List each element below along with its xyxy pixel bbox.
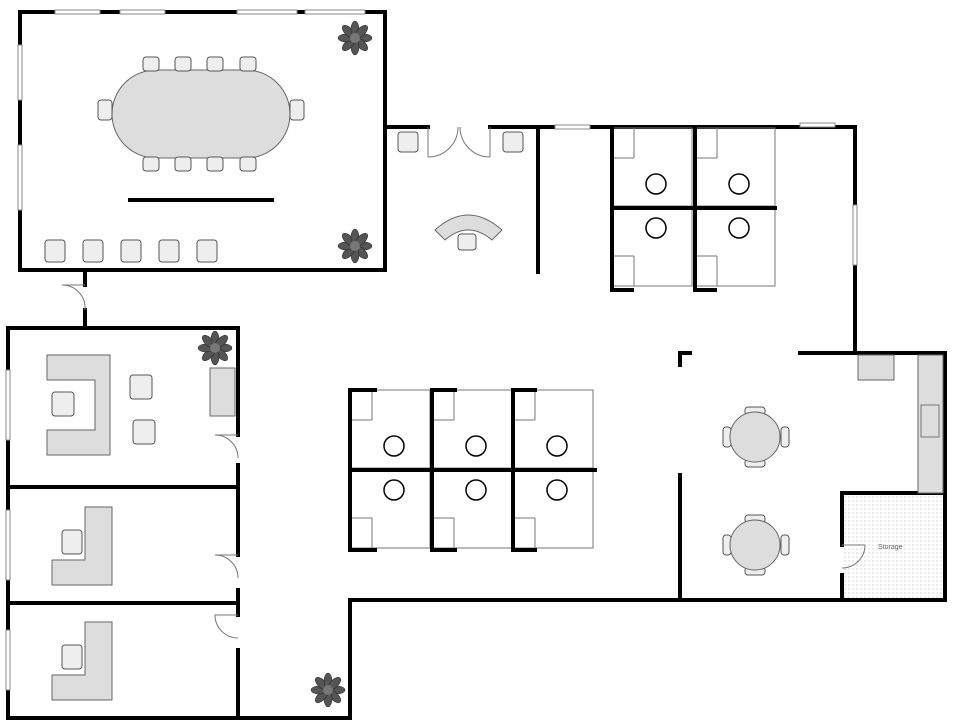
cubicles [348, 126, 777, 552]
plant-icon [310, 672, 346, 708]
chair [383, 435, 405, 457]
chair [44, 239, 66, 263]
cubicle [431, 389, 513, 469]
chair [728, 217, 750, 239]
cubicle [694, 127, 776, 207]
chair [397, 131, 419, 153]
plant-icon [337, 228, 373, 264]
doors [61, 126, 866, 639]
cubicle [349, 389, 431, 469]
conference-table [111, 69, 291, 159]
plant-icon [337, 20, 373, 56]
chair [645, 217, 667, 239]
plants [197, 20, 373, 708]
chair [502, 131, 524, 153]
chair [206, 156, 224, 172]
storage-room [842, 493, 945, 600]
storage-label: Storage [878, 544, 903, 551]
chair [129, 374, 153, 400]
cubicle-partitions [348, 126, 777, 552]
chair [465, 479, 487, 501]
cubicle [431, 469, 513, 549]
cubicle [512, 469, 594, 549]
chair [239, 56, 257, 72]
chair [142, 56, 160, 72]
plant-icon [197, 330, 233, 366]
walls [6, 10, 947, 720]
chair [728, 173, 750, 195]
chair [82, 239, 104, 263]
chair [546, 435, 568, 457]
chair [546, 479, 568, 501]
cubicle [611, 207, 693, 287]
cubicle [611, 127, 693, 207]
chair [61, 529, 83, 555]
chair [97, 99, 113, 121]
chair [142, 156, 160, 172]
chair [465, 435, 487, 457]
chair [289, 99, 305, 121]
windows [5, 9, 858, 691]
chair [780, 534, 790, 556]
chair [457, 233, 477, 251]
chair [645, 173, 667, 195]
chair [132, 419, 156, 445]
cubicle [512, 389, 594, 469]
office-desks [46, 354, 944, 701]
chair [61, 644, 83, 670]
chair [780, 426, 790, 448]
chairs [44, 56, 790, 670]
chair [196, 239, 218, 263]
chair [174, 56, 192, 72]
chair [51, 391, 75, 417]
chair [206, 56, 224, 72]
chair [120, 239, 142, 263]
chair [383, 479, 405, 501]
cubicle [349, 469, 431, 549]
chair [239, 156, 257, 172]
chair [174, 156, 192, 172]
cubicle [694, 207, 776, 287]
chair [158, 239, 180, 263]
break-tables [729, 411, 781, 571]
reception-desk [434, 214, 503, 241]
